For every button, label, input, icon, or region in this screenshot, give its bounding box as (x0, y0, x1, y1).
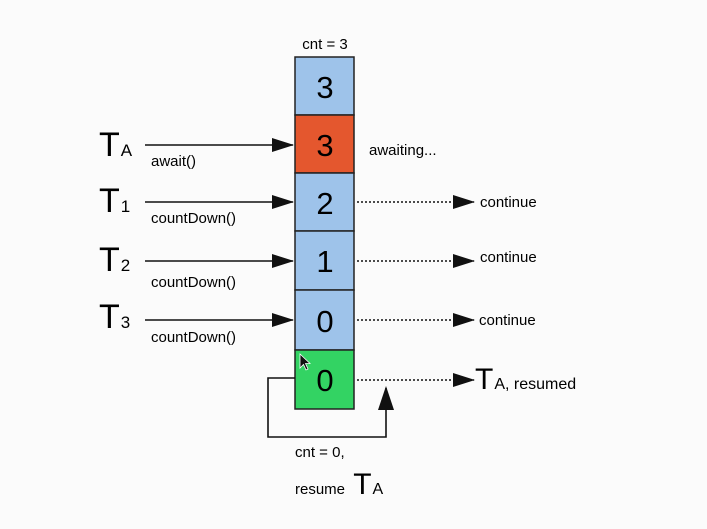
continue-label: continue (480, 194, 537, 211)
resumed-thread-label: TA, resumed (475, 363, 576, 396)
final-note-thread: T (353, 468, 371, 501)
call-label: await() (151, 153, 196, 170)
cell-1 (294, 114, 355, 174)
thread-subscript: 3 (121, 313, 130, 332)
final-note-subscript: A (373, 481, 384, 498)
call-label: countDown() (151, 210, 236, 227)
final-note-resume: resume (295, 481, 345, 498)
thread-name: T (99, 298, 120, 336)
cell-value: 3 (316, 70, 333, 105)
thread-name: T (99, 182, 120, 220)
thread-subscript: 1 (121, 197, 130, 216)
final-note-line2: resume TA (295, 468, 384, 501)
thread-name: T (99, 241, 120, 279)
thread-label-a: TA (99, 126, 133, 164)
thread-label-1: T1 (99, 182, 130, 220)
cell-value: 2 (316, 186, 333, 221)
final-note-line1: cnt = 0, (295, 444, 345, 461)
continue-label: continue (480, 249, 537, 266)
feedback-loop (267, 377, 387, 438)
continue-label: continue (479, 312, 536, 329)
cell-value: 0 (316, 363, 333, 398)
counter-label: cnt = 3 (302, 36, 347, 53)
awaiting-status: awaiting... (369, 142, 437, 159)
thread-subscript: A (121, 141, 133, 160)
thread-subscript: A, resumed (494, 376, 576, 393)
thread-subscript: 2 (121, 256, 130, 275)
feedback-arrowhead (378, 386, 394, 410)
thread-name: T (475, 363, 493, 396)
mouse-cursor-icon (299, 353, 312, 371)
cell-value: 1 (316, 244, 333, 279)
thread-name: T (99, 126, 120, 164)
thread-label-2: T2 (99, 241, 130, 279)
thread-labels: TA T1 T2 T3 (99, 126, 133, 336)
cell-value: 0 (316, 304, 333, 339)
call-arrows (145, 138, 294, 327)
cell-0 (294, 56, 355, 116)
call-label: countDown() (151, 274, 236, 291)
cell-value: 3 (316, 128, 333, 163)
thread-label-3: T3 (99, 298, 130, 336)
continue-arrows (357, 195, 475, 387)
cell-3 (294, 230, 355, 291)
latch-column: 3 3 2 1 0 0 (294, 56, 355, 410)
call-label: countDown() (151, 329, 236, 346)
